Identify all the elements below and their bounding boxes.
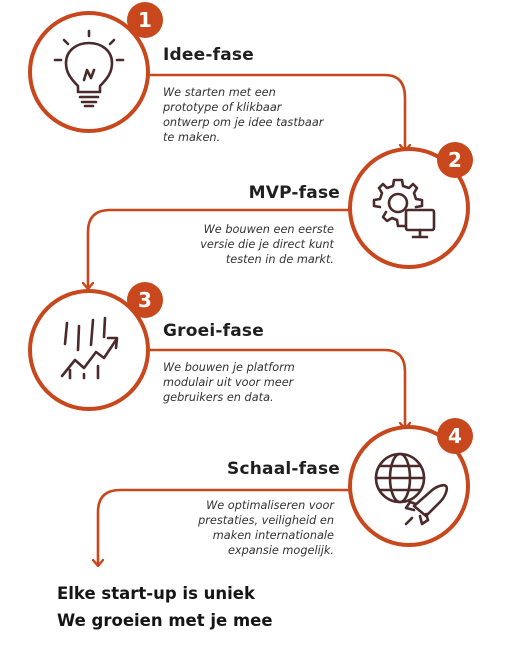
step-2-description: We bouwen een eerste versie die je direc… [200,223,334,266]
step-2-title: MVP-fase [248,183,340,203]
lightbulb-icon [53,29,125,108]
step-3-title: Groei-fase [163,321,264,341]
step-1-node: 1 [28,2,163,133]
step-2-number: 2 [448,148,462,172]
step-4-badge [437,418,473,454]
step-3-badge [127,282,163,318]
step-4-description: We optimaliseren voor prestaties, veilig… [198,499,334,557]
connector-arrow-1-2 [138,73,405,150]
step-2-node: 2 [348,142,473,269]
step-4-title: Schaal-fase [227,459,340,479]
footer-line-1: Elke start-up is uniek [57,584,255,603]
step-1-badge [127,2,163,38]
step-2-badge [437,142,473,178]
step-3-number: 3 [138,288,152,312]
connector-arrow-2-3 [88,208,352,288]
step-1-description: We starten met een prototype of klikbaar… [163,86,324,144]
connector-arrow-4-end [98,488,354,565]
globe-rocket-icon [374,452,449,526]
step-4-number: 4 [448,424,462,448]
step-3-node: 3 [28,282,163,411]
step-1-title: Idee-fase [163,45,254,65]
step-1-number: 1 [138,8,152,32]
gear-monitor-icon [372,178,436,239]
footer-tagline: Elke start-up is uniek We groeien met je… [57,580,273,634]
connector-arrow-3-4 [138,348,405,428]
footer-line-2: We groeien met je mee [57,611,273,630]
growth-chart-icon [60,316,119,380]
step-4-node: 4 [348,418,473,547]
step-3-description: We bouwen je platform modulair uit voor … [163,361,295,404]
